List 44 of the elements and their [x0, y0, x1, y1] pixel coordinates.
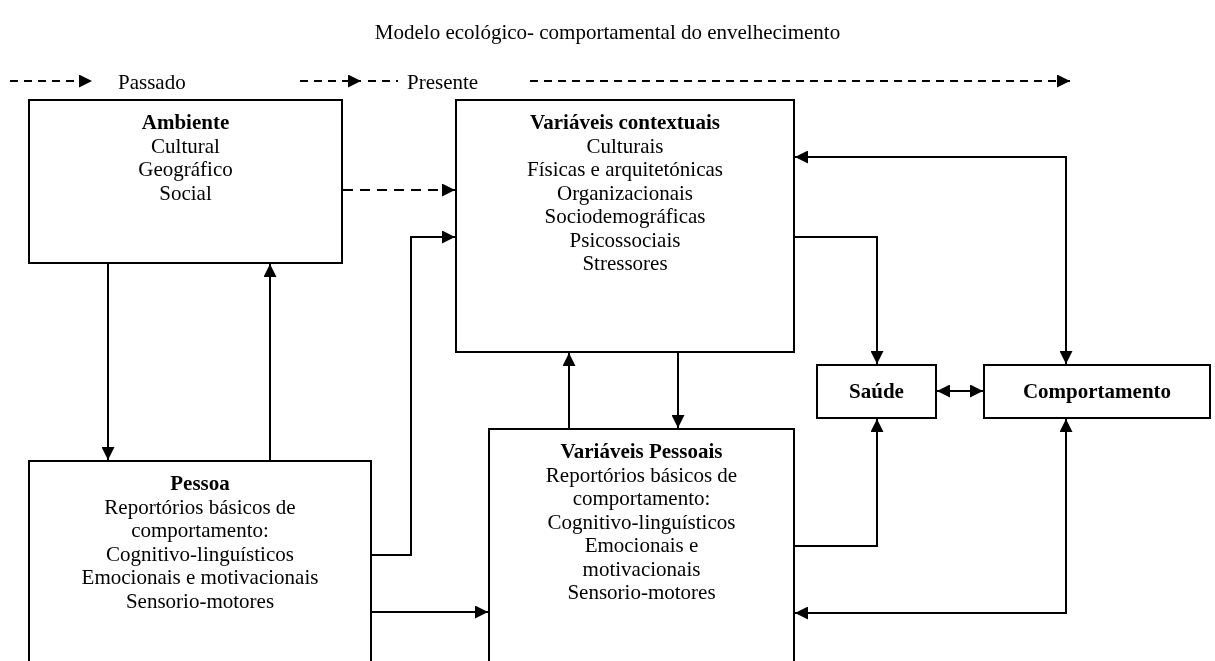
box-text: Culturais: [586, 134, 664, 158]
box-text: Organizacionais: [556, 181, 694, 205]
arrow: [342, 183, 456, 197]
box-text: Físicas e arquitetónicas: [527, 158, 723, 182]
arrow: [101, 263, 115, 461]
arrow: [671, 352, 685, 429]
arrow: [562, 352, 576, 429]
arrow: [794, 418, 884, 547]
arrow: [794, 418, 1073, 620]
process-box: [28, 99, 343, 264]
arrow: [263, 263, 277, 461]
box-text: Reportórios básicos de comportamento:: [544, 463, 739, 511]
box-heading: Variáveis Pessoais: [560, 440, 723, 464]
box-text: Geográfico: [138, 158, 233, 182]
process-box: [488, 428, 795, 661]
box-text: Cultural: [151, 134, 220, 158]
process-box: [983, 364, 1211, 419]
box-text: Sensorio-motores: [567, 581, 716, 605]
process-box: [28, 460, 372, 661]
arrow: [794, 150, 1073, 365]
box-heading: Comportamento: [1022, 379, 1172, 404]
arrow: [794, 236, 884, 365]
box-heading: Pessoa: [170, 472, 230, 496]
box-text: Stressores: [582, 252, 668, 276]
box-heading: Variáveis contextuais: [530, 111, 720, 135]
diagram-title: Modelo ecológico- comportamental do envelhecimento: [373, 20, 842, 45]
timeline-label: Passado: [118, 70, 186, 95]
box-text: Sensorio-motores: [125, 589, 275, 613]
box-heading: Ambiente: [141, 111, 230, 135]
box-text: Emocionais e motivacionais: [81, 566, 319, 590]
arrow: [371, 605, 489, 619]
arrow: [371, 230, 456, 556]
box-text: Cognitivo-linguísticos: [106, 542, 294, 566]
box-text: Reportórios básicos de comportamento:: [103, 495, 297, 543]
timeline-label: Presente: [407, 70, 479, 95]
process-box: [816, 364, 937, 419]
box-text: Social: [159, 181, 212, 205]
process-box: [455, 99, 795, 353]
box-text: Sociodemográficas: [544, 205, 706, 229]
box-text: Emocionais e motivacionais: [582, 534, 701, 581]
box-text: Cognitivo-linguísticos: [547, 510, 736, 534]
box-heading: Saúde: [849, 379, 904, 404]
box-text: Psicossociais: [569, 228, 681, 252]
arrow: [936, 384, 984, 398]
